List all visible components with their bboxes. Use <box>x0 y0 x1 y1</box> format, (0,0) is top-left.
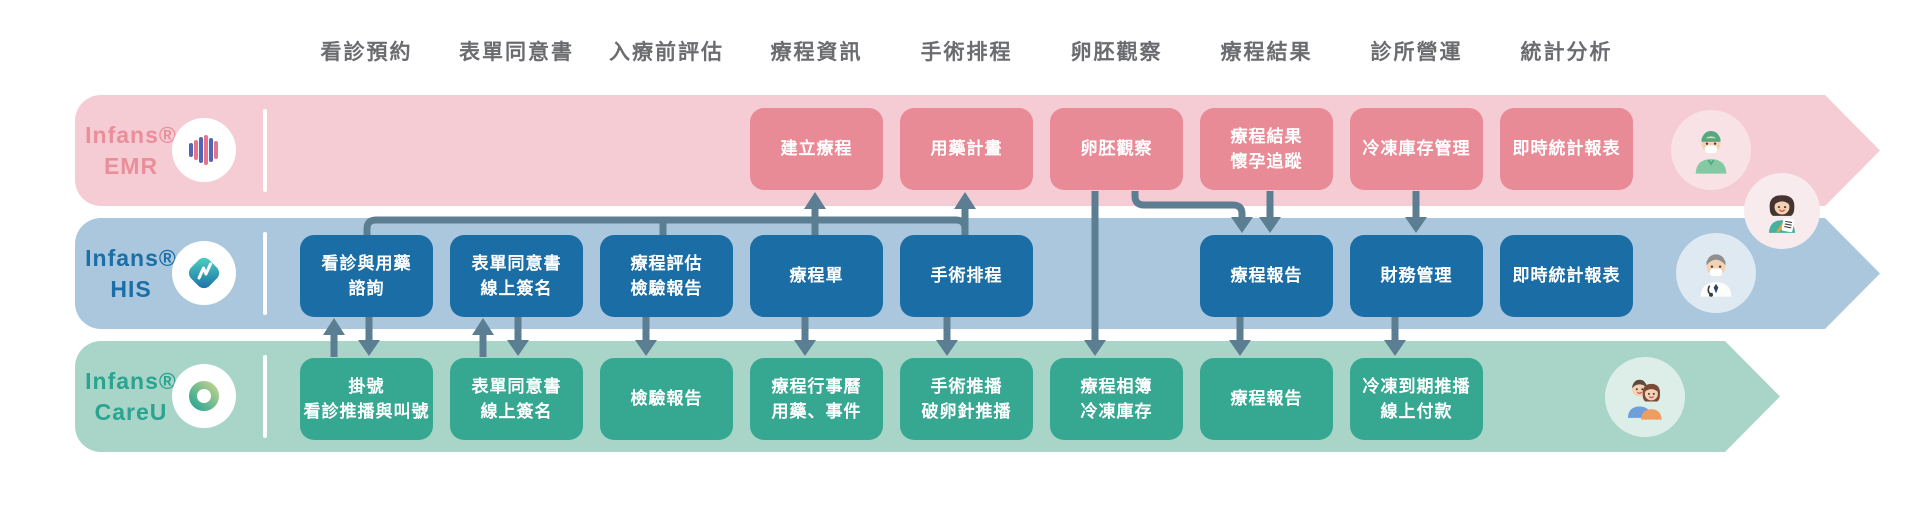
flow-box: 療程相簿 冷凍庫存 <box>1050 358 1183 440</box>
careu-brand-label: Infans® CareU <box>77 365 185 427</box>
lane-divider <box>263 109 267 192</box>
waveform-icon <box>172 118 236 182</box>
flow-box: 療程報告 <box>1200 235 1333 317</box>
flow-box: 看診與用藥 諮詢 <box>300 235 433 317</box>
flow-box: 療程結果 懷孕追蹤 <box>1200 108 1333 190</box>
column-header: 診所營運 <box>1370 41 1463 64</box>
flow-box: 建立療程 <box>750 108 883 190</box>
column-header: 入療前評估 <box>609 41 724 64</box>
brand-name: Infans® <box>85 244 177 271</box>
brand-name: Infans® <box>85 367 177 394</box>
flow-box: 檢驗報告 <box>600 358 733 440</box>
brand-name: Infans® <box>85 121 177 148</box>
product-name: HIS <box>110 275 152 302</box>
his-brand-label: Infans® HIS <box>77 242 185 304</box>
flow-box: 掛號 看診推播與叫號 <box>300 358 433 440</box>
column-header: 統計分析 <box>1520 41 1613 64</box>
flow-box: 療程報告 <box>1200 358 1333 440</box>
column-header: 手術排程 <box>920 41 1013 64</box>
careu-ring-logo-icon <box>172 364 236 428</box>
doctor-icon <box>1676 233 1756 313</box>
column-header: 看診預約 <box>320 41 413 64</box>
lane-divider <box>263 232 267 315</box>
flow-box: 手術推播 破卵針推播 <box>900 358 1033 440</box>
column-header: 卵胚觀察 <box>1070 41 1163 64</box>
flow-box: 表單同意書 線上簽名 <box>450 358 583 440</box>
nurse-icon <box>1744 173 1820 249</box>
flow-box: 表單同意書 線上簽名 <box>450 235 583 317</box>
flow-box: 冷凍到期推播 線上付款 <box>1350 358 1483 440</box>
family-icon <box>1605 357 1685 437</box>
column-header: 表單同意書 <box>459 41 574 64</box>
flow-box: 療程單 <box>750 235 883 317</box>
product-name: CareU <box>94 398 168 425</box>
flow-box: 用藥計畫 <box>900 108 1033 190</box>
flow-box: 財務管理 <box>1350 235 1483 317</box>
flow-box: 即時統計報表 <box>1500 235 1633 317</box>
his-diamond-logo-icon <box>172 241 236 305</box>
flow-box: 卵胚觀察 <box>1050 108 1183 190</box>
flow-box: 冷凍庫存管理 <box>1350 108 1483 190</box>
column-header: 療程資訊 <box>770 41 863 64</box>
surgeon-icon <box>1671 110 1751 190</box>
product-name: EMR <box>103 152 159 179</box>
column-header: 療程結果 <box>1220 41 1313 64</box>
flow-box: 療程評估 檢驗報告 <box>600 235 733 317</box>
flow-box: 手術排程 <box>900 235 1033 317</box>
flow-box: 療程行事曆 用藥、事件 <box>750 358 883 440</box>
lane-divider <box>263 355 267 438</box>
emr-brand-label: Infans® EMR <box>77 119 185 181</box>
flow-box: 即時統計報表 <box>1500 108 1633 190</box>
